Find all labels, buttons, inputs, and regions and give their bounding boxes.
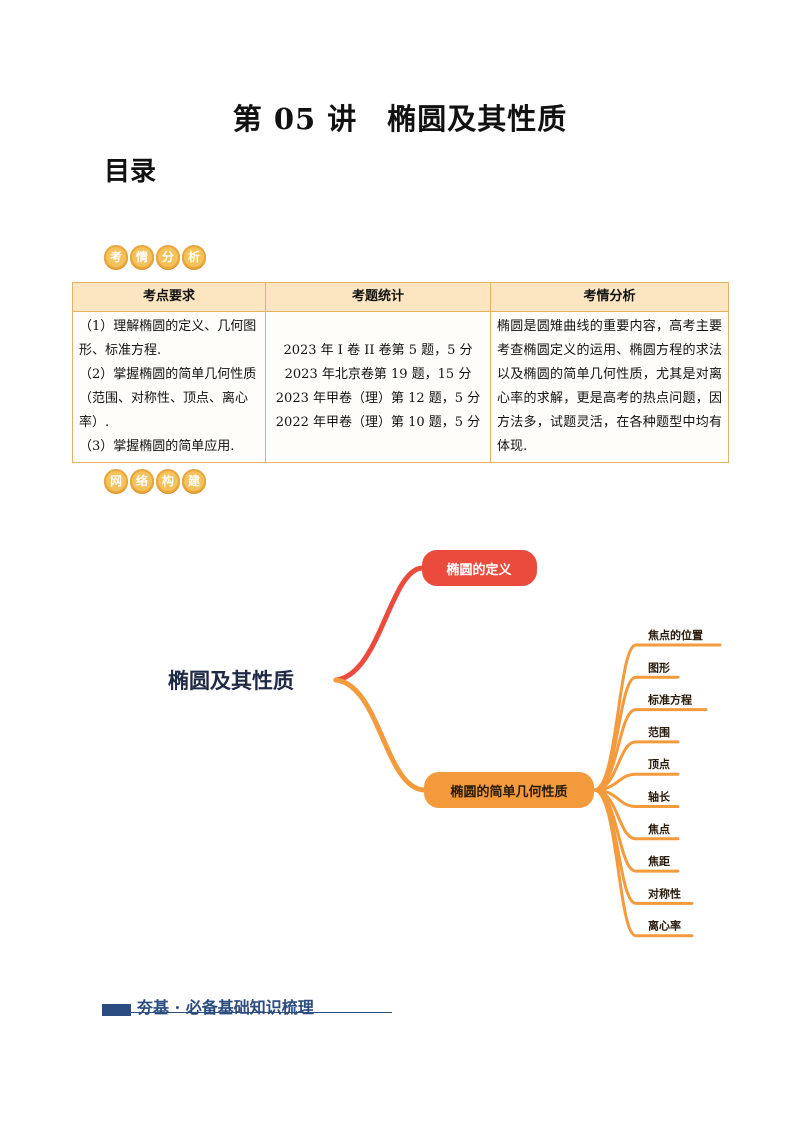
requirements-cell: （1）理解椭圆的定义、几何图形、标准方程. （2）掌握椭圆的简单几何性质（范围、… [72,311,266,463]
branch1-connector [333,565,425,683]
leaf-label: 离心率 [648,919,681,933]
mind-root: 椭圆及其性质 [168,669,294,693]
stat-item: 2022 年甲卷（理）第 10 题，5 分 [275,415,481,430]
leaf-label: 焦距 [647,854,670,868]
stat-item: 2023 年 I 卷 II 卷第 5 题，5 分 [283,343,473,358]
stat-item: 2023 年甲卷（理）第 12 题，5 分 [275,391,481,406]
exam-info-table: 考点要求 考题统计 考情分析 （1）理解椭圆的定义、几何图形、标准方程. （2）… [72,282,729,463]
exam-analysis-badge: 考 情 分 析 [104,245,206,269]
leaf-label: 焦点 [647,822,670,836]
leaf-label: 对称性 [648,886,681,900]
leaf-label: 范围 [648,725,670,739]
page-title: 第 05 讲 椭圆及其性质 [232,102,568,136]
badge-char: 分 [156,245,180,269]
leaf-label: 标准方程 [647,693,692,707]
header-stats: 考题统计 [265,282,491,312]
section-bar [102,1004,131,1016]
section-title: 夯基 · 必备基础知识梳理 [137,998,314,1017]
section-rule [102,1012,392,1013]
branch2-node [424,772,594,808]
requirement-item: （2）掌握椭圆的简单几何性质（范围、对称性、顶点、离心率）. [79,367,257,430]
badge-char: 情 [130,245,154,269]
branch1-label: 椭圆的定义 [446,562,512,578]
branch1-node [422,550,537,586]
leaf-connector [592,788,694,938]
branch2-connector [333,677,427,793]
leaf-label: 图形 [648,661,670,674]
badge-char: 网 [104,469,128,493]
stats-cell: 2023 年 I 卷 II 卷第 5 题，5 分 2023 年北京卷第 19 题… [265,311,491,463]
toc-heading: 目录 [104,157,157,187]
leaf-label: 轴长 [648,790,671,804]
analysis-cell: 椭圆是圆雉曲线的重要内容，高考主要考查椭圆定义的运用、椭圆方程的求法以及椭圆的简… [490,311,729,463]
network-build-badge: 网 络 构 建 [104,469,206,493]
badge-char: 考 [104,245,128,269]
badge-char: 构 [156,469,180,493]
badge-char: 络 [130,469,154,493]
badge-char: 析 [182,245,206,269]
leaf-label: 焦点的位置 [647,628,703,642]
requirement-item: （1）理解椭圆的定义、几何图形、标准方程. [79,319,257,358]
stat-item: 2023 年北京卷第 19 题，15 分 [284,367,472,382]
requirement-item: （3）掌握椭圆的简单应用. [79,439,235,454]
badge-char: 建 [182,469,206,493]
header-requirements: 考点要求 [72,282,266,312]
leaf-label: 顶点 [648,757,670,771]
header-analysis: 考情分析 [490,282,729,312]
branch2-label: 椭圆的简单几何性质 [450,784,567,800]
